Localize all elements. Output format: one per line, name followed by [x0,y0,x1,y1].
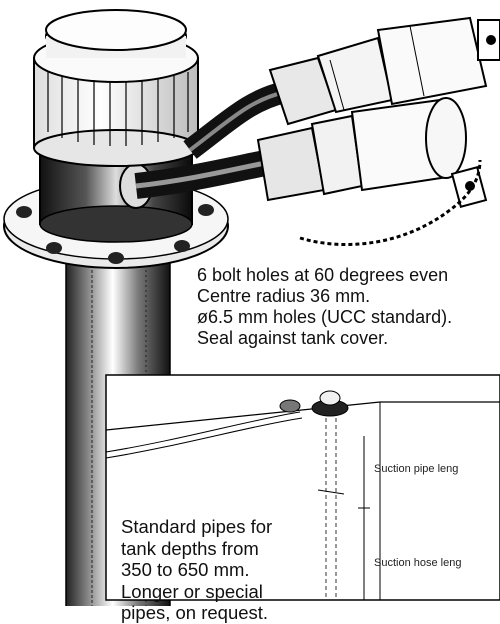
bolt-hole [174,240,190,252]
note-line: Standard pipes for [121,516,273,537]
spec-line: ø6.5 mm holes (UCC standard). [197,307,453,327]
lower-hose-coupling [134,97,488,209]
bolt-hole [108,252,124,264]
upper-hose-coupling [183,16,500,159]
note-line: 350 to 650 mm. [121,559,250,580]
bolt-hole [198,204,214,216]
suction-unit-illustration [3,9,500,606]
note-line: pipes, on request. [121,602,269,623]
suction-pipe-length-label: Suction pipe leng [374,463,459,475]
filler-cap [33,9,199,167]
bolt-hole [46,242,62,254]
bolt-hole [16,206,32,218]
spec-line: 6 bolt holes at 60 degrees even [197,265,449,285]
flange-spec-notes: 6 bolt holes at 60 degrees even Centre r… [197,265,497,349]
cap-chain [299,159,482,246]
spec-line: Seal against tank cover. [197,328,389,348]
note-line: tank depths from [121,537,259,559]
suction-hose-length-label: Suction hose leng [374,557,462,569]
tank-inset [105,374,500,601]
note-line: Longer or special [121,580,263,602]
pipe-notes: Standard pipes for tank depths from 350 … [121,516,301,624]
spec-line: Centre radius 36 mm. [197,286,371,306]
